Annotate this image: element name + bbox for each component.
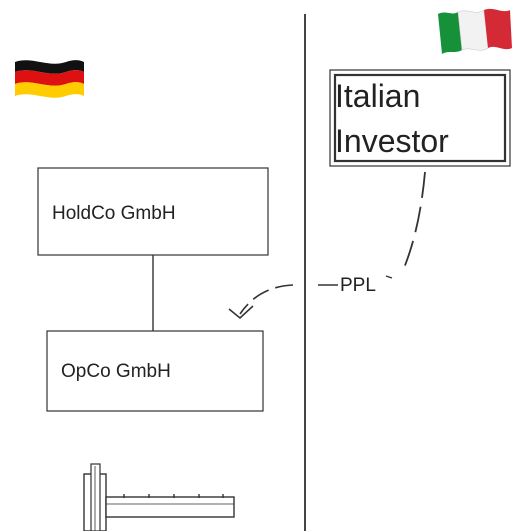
- italian-investor-node: Italian Investor: [329, 69, 511, 167]
- germany-flag-icon: [15, 60, 84, 98]
- pipe-structure-icon: [83, 463, 235, 531]
- investor-box-outer: [329, 69, 511, 167]
- ppl-loan-line-lower: [239, 284, 294, 315]
- holdco-label: HoldCo GmbH: [52, 203, 176, 224]
- investor-label-line1: Italian: [335, 78, 420, 114]
- ppl-arrowhead: [228, 305, 254, 320]
- investor-label-line2: Investor: [335, 123, 449, 159]
- investor-box-inner: [333, 73, 507, 163]
- italy-flag-icon: [438, 8, 512, 54]
- holdco-node: HoldCo GmbH: [37, 167, 269, 256]
- ppl-label-tail: [385, 275, 393, 279]
- opco-node: OpCo GmbH: [46, 330, 264, 412]
- ppl-label: PPL: [340, 275, 376, 296]
- opco-box: [46, 330, 264, 412]
- ppl-loan-line-upper: [403, 171, 426, 269]
- opco-label: OpCo GmbH: [61, 361, 171, 382]
